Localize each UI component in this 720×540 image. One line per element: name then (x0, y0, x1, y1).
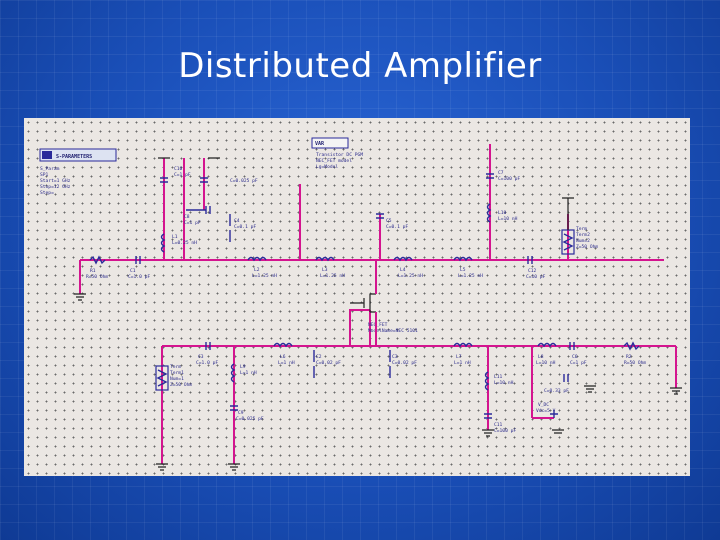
svg-text:C=100 pF: C=100 pF (498, 176, 520, 182)
svg-text:L=0.25 nH: L=0.25 nH (172, 240, 197, 246)
schematic-drawing: S-PARAMETERS S_Param SP1 Start=1 GHz Sto… (39, 137, 682, 471)
svg-text:L=10 nH: L=10 nH (494, 380, 514, 386)
svg-text:S_Param: S_Param (40, 166, 60, 172)
svg-text:C=0.02 pF: C=0.02 pF (392, 360, 417, 366)
svg-text:C=1.0 pF: C=1.0 pF (196, 360, 218, 366)
svg-text:C2: C2 (316, 354, 322, 360)
svg-text:C11: C11 (494, 422, 503, 428)
bias-components[interactable]: C10 C=1 pF C=0.025 pF C8 C=1 pF L1 L=0.2… (160, 166, 520, 253)
svg-text:R=50 Ohm: R=50 Ohm (624, 360, 646, 366)
svg-text:ModelName=NEC 5101: ModelName=NEC 5101 (368, 328, 418, 334)
svg-text:L11: L11 (494, 374, 503, 380)
drain-components[interactable]: C3 C=1.0 pF L9 L=1 nH C9 C=0.025 pF L6 L… (196, 341, 646, 434)
svg-text:L10: L10 (498, 210, 507, 216)
svg-text:C8: C8 (184, 214, 190, 220)
sparams-block[interactable]: S-PARAMETERS S_Param SP1 Start=1 GHz Sto… (39, 148, 117, 196)
svg-text:L=1.25 nH: L=1.25 nH (398, 273, 423, 279)
svg-text:SP1: SP1 (40, 172, 49, 178)
svg-text:C9: C9 (238, 410, 244, 416)
svg-text:R1: R1 (90, 268, 96, 274)
svg-text:L=10 nH: L=10 nH (498, 216, 518, 222)
svg-text:R=50 Ohm: R=50 Ohm (86, 274, 108, 280)
svg-text:Term: Term (170, 364, 181, 370)
gate-line (79, 144, 664, 294)
svg-text:L8: L8 (538, 354, 544, 360)
fet-transistor[interactable]: NEC_FET ModelName=NEC 5101 (350, 260, 418, 346)
svg-text:C=0.025 pF: C=0.025 pF (236, 416, 264, 422)
svg-text:L9: L9 (240, 364, 246, 370)
svg-text:C=0.1 pF: C=0.1 pF (234, 224, 256, 230)
svg-text:C=1 pF: C=1 pF (184, 220, 201, 226)
svg-text:C=0.025 pF: C=0.025 pF (230, 178, 258, 184)
ground-symbols (74, 157, 682, 471)
svg-text:Z=50 Ohm: Z=50 Ohm (170, 382, 192, 388)
var-block[interactable]: VAR Transistor DC PGM NEC_FET model Lg=M… (311, 137, 363, 170)
svg-text:L=1 nH: L=1 nH (454, 360, 471, 366)
port-terminations[interactable]: Term Term2 Num=2 Z=50 Ohm Term Term1 Num… (155, 197, 598, 391)
slide-title: Distributed Amplifier (178, 46, 542, 86)
svg-text:Step=: Step= (40, 190, 54, 196)
svg-text:L1: L1 (172, 234, 178, 240)
svg-text:L=1.25 nH: L=1.25 nH (252, 273, 277, 279)
svg-text:NEC_FET model: NEC_FET model (316, 158, 352, 164)
svg-text:V_DC: V_DC (538, 402, 549, 408)
svg-text:Lg=Model: Lg=Model (316, 164, 338, 170)
svg-text:C=0.02 pF: C=0.02 pF (316, 360, 341, 366)
svg-text:Z=50 Ohm: Z=50 Ohm (576, 244, 598, 250)
svg-text:Term1: Term1 (170, 370, 184, 376)
svg-text:L4: L4 (400, 267, 406, 273)
svg-text:Term2: Term2 (576, 232, 590, 238)
svg-text:L=1.25 nH: L=1.25 nH (458, 273, 483, 279)
svg-text:R2: R2 (626, 354, 632, 360)
svg-text:C4: C4 (234, 218, 240, 224)
svg-text:L2: L2 (254, 267, 260, 273)
svg-text:C=0.1 pF: C=0.1 pF (386, 224, 408, 230)
svg-text:Num=2: Num=2 (576, 238, 590, 244)
svg-text:C=0.33 pF: C=0.33 pF (544, 388, 569, 394)
svg-text:C10: C10 (174, 166, 183, 172)
svg-text:L5: L5 (460, 267, 466, 273)
svg-text:Term: Term (576, 226, 587, 232)
svg-text:L=10 nH: L=10 nH (536, 360, 556, 366)
svg-text:C=1.0 pF: C=1.0 pF (128, 274, 150, 280)
svg-text:L=1.25 nH: L=1.25 nH (320, 273, 345, 279)
svg-text:C3: C3 (392, 354, 398, 360)
svg-text:C3: C3 (198, 354, 204, 360)
svg-text:C7: C7 (498, 170, 504, 176)
var-label: VAR (315, 141, 325, 147)
svg-text:C5: C5 (386, 218, 392, 224)
svg-text:C=100 pF: C=100 pF (494, 428, 516, 434)
transistor-label: NEC_FET (368, 322, 388, 328)
svg-text:C6: C6 (572, 354, 578, 360)
svg-text:C=1 pF: C=1 pF (570, 360, 587, 366)
svg-text:Num=1: Num=1 (170, 376, 184, 382)
svg-text:C=1 pF: C=1 pF (174, 172, 191, 178)
svg-text:L=1 nH: L=1 nH (278, 360, 295, 366)
svg-text:L7: L7 (456, 354, 462, 360)
svg-text:Stop=12 GHz: Stop=12 GHz (40, 184, 71, 190)
svg-text:L3: L3 (322, 267, 328, 273)
gate-components[interactable]: R1 R=50 Ohm C1 C=1.0 pF L2 L=1.25 nH L3 … (86, 255, 546, 280)
schematic-canvas[interactable]: S-PARAMETERS S_Param SP1 Start=1 GHz Sto… (24, 118, 690, 476)
svg-text:Transistor DC PGM: Transistor DC PGM (316, 152, 363, 158)
svg-text:C=10 pF: C=10 pF (526, 274, 546, 280)
svg-text:C1: C1 (130, 268, 136, 274)
drain-line (161, 309, 677, 464)
svg-text:Vdc=5 V: Vdc=5 V (536, 408, 556, 414)
sparams-label: S-PARAMETERS (56, 154, 92, 160)
svg-text:C12: C12 (528, 268, 537, 274)
svg-text:L6: L6 (280, 354, 286, 360)
svg-text:Start=1 GHz: Start=1 GHz (40, 178, 71, 184)
svg-text:L=1 nH: L=1 nH (240, 370, 257, 376)
